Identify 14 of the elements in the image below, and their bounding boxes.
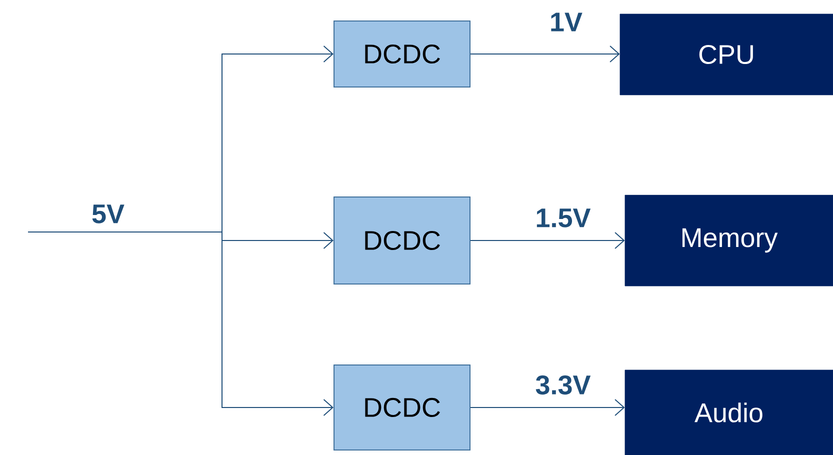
edge-label: 3.3V bbox=[536, 375, 591, 395]
edge-label: 1.5V bbox=[536, 208, 591, 228]
arrow bbox=[470, 399, 625, 416]
device-box: CPU bbox=[620, 14, 833, 96]
edge-label: 1V bbox=[551, 12, 582, 32]
arrow bbox=[470, 46, 620, 62]
process-box: DCDC bbox=[334, 364, 470, 450]
arrow bbox=[28, 232, 334, 416]
device-box: Audio bbox=[624, 370, 833, 455]
process-box: DCDC bbox=[334, 196, 470, 284]
device-box: Memory bbox=[624, 194, 833, 286]
process-box: DCDC bbox=[334, 20, 470, 88]
arrow bbox=[470, 232, 625, 249]
edge-label: 5V bbox=[92, 204, 124, 224]
